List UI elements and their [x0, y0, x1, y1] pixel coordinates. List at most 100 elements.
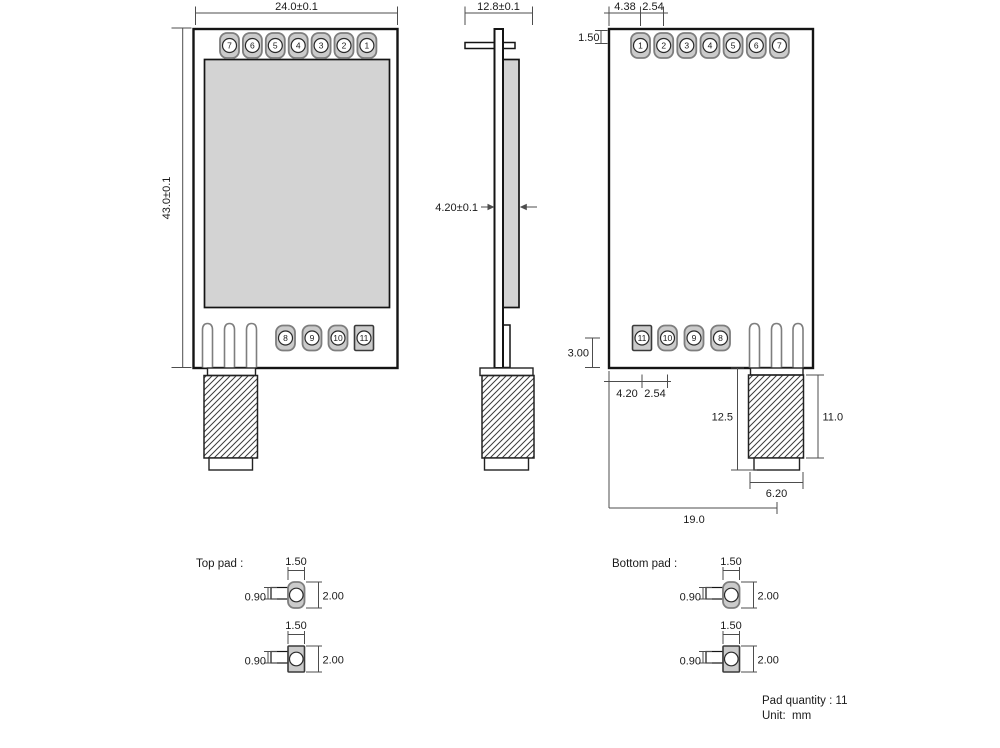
- sma-body: [203, 374, 259, 459]
- pad: 5: [264, 32, 286, 59]
- front-top-pads: 7 6 5 4 3 2 1: [219, 32, 378, 59]
- connector-offset-dimension: 19.0: [608, 371, 778, 526]
- side-width-dimension: 12.8±0.1: [464, 1, 533, 25]
- tab-height-label: 0.90: [245, 656, 266, 668]
- svg-text:8: 8: [718, 333, 723, 343]
- side-width-label: 12.8±0.1: [477, 1, 520, 13]
- pad: 8: [710, 324, 731, 352]
- pad-hole: [288, 587, 304, 603]
- side-pcb: [493, 28, 504, 369]
- svg-text:8: 8: [283, 333, 288, 343]
- pad: 3: [310, 32, 332, 59]
- tab-height-label: 0.90: [680, 656, 701, 668]
- front-height-label: 43.0±0.1: [161, 177, 173, 220]
- pad: 6: [745, 32, 767, 59]
- svg-text:11: 11: [360, 333, 369, 343]
- side-thickness-dimension: 4.20±0.1: [435, 202, 537, 214]
- pad: 11: [631, 324, 653, 352]
- front-slots: [201, 322, 258, 368]
- back-view: 4.38 2.54 1.50 1 2 3 4 5 6 7 11 10 9 8: [568, 1, 844, 526]
- bottom-pad-detail-label: Bottom pad :: [612, 558, 677, 570]
- svg-text:3: 3: [684, 41, 689, 51]
- sma-body: [481, 374, 535, 459]
- pad-height-label: 2.00: [758, 655, 779, 667]
- side-pin-row: [464, 41, 516, 50]
- svg-text:9: 9: [692, 333, 697, 343]
- top-margin-label: 1.50: [578, 32, 599, 44]
- pad-hole: [288, 651, 304, 667]
- side-thickness-label: 4.20±0.1: [435, 202, 478, 214]
- tab-height-label: 0.90: [245, 592, 266, 604]
- svg-text:5: 5: [731, 41, 736, 51]
- front-width-dimension: 24.0±0.1: [195, 1, 398, 25]
- pad-width-label: 1.50: [285, 620, 306, 632]
- front-view: 24.0±0.1 43.0±0.1 7 6 5 4 3 2 1: [161, 1, 399, 471]
- sma-flange: [479, 367, 534, 377]
- back-body: [607, 27, 815, 370]
- pad: 5: [722, 32, 744, 59]
- bottom-pad-rounded: 1.50 0.90 2.00: [680, 556, 779, 609]
- side-sma-connector: [479, 367, 535, 471]
- pad: 7: [769, 32, 790, 59]
- pad-width-label: 1.50: [720, 620, 741, 632]
- bottom-pad-detail: Bottom pad : 1.50 0.90 2.00 1.50: [612, 556, 779, 673]
- back-top-margin-dimension: 1.50: [578, 30, 608, 44]
- pad: 7: [219, 32, 240, 59]
- notes: Pad quantity : 11 Unit: mm: [762, 695, 847, 722]
- connector-width-label: 6.20: [766, 488, 787, 500]
- svg-text:4: 4: [708, 41, 713, 51]
- pad: 2: [653, 32, 675, 59]
- back-bottom-margin-dimension: 3.00: [568, 337, 600, 368]
- svg-text:11: 11: [638, 333, 647, 343]
- pad: 9: [683, 324, 705, 352]
- pad-width-label: 1.50: [285, 556, 306, 568]
- svg-text:4: 4: [296, 41, 301, 51]
- connector-body-length-label: 11.0: [823, 412, 844, 424]
- sma-flange: [749, 367, 804, 376]
- sma-tip: [753, 457, 801, 471]
- front-shield-can: [203, 58, 391, 309]
- pad-tab: [705, 586, 724, 600]
- bottom-pad-pitch-label: 2.54: [644, 388, 665, 400]
- tab-height-label: 0.90: [680, 592, 701, 604]
- back-bottom-pads: 11 10 9 8: [631, 324, 731, 352]
- connector-body-length-dimension: 11.0: [806, 374, 844, 459]
- side-shield-can: [502, 58, 520, 309]
- pad-tab: [270, 586, 289, 600]
- front-sma-connector: [203, 367, 259, 471]
- pad-pitch-label: 2.54: [642, 1, 663, 13]
- connector-total-length-dimension: 12.5: [712, 367, 757, 471]
- bottom-pad-square: 1.50 0.90 2.00: [680, 620, 779, 673]
- pad-height-label: 2.00: [323, 591, 344, 603]
- pad: 8: [275, 324, 296, 352]
- edge-to-pad-label: 4.38: [614, 1, 635, 13]
- svg-text:6: 6: [754, 41, 759, 51]
- pad: 6: [241, 32, 263, 59]
- side-view: 12.8±0.1 4.20±0.1: [435, 1, 537, 471]
- back-bottom-dimensions: 4.20 2.54: [604, 371, 671, 400]
- sma-tip: [208, 457, 254, 471]
- connector-total-length-label: 12.5: [712, 412, 733, 424]
- top-pad-square: 1.50 0.90 2.00: [245, 620, 344, 673]
- back-sma-connector: [747, 367, 805, 471]
- top-pad-detail: Top pad : 1.50 0.90 2.00 1.50: [196, 556, 344, 673]
- front-height-dimension: 43.0±0.1: [161, 27, 192, 368]
- svg-text:1: 1: [638, 41, 643, 51]
- side-bottom-pad-row: [502, 324, 511, 369]
- connector-offset-label: 19.0: [683, 514, 704, 526]
- back-slots: [748, 322, 804, 368]
- svg-text:9: 9: [310, 333, 315, 343]
- pad-width-label: 1.50: [720, 556, 741, 568]
- back-top-dimensions: 4.38 2.54: [604, 1, 668, 26]
- pad-tab: [270, 650, 289, 664]
- svg-text:2: 2: [661, 41, 666, 51]
- svg-text:6: 6: [250, 41, 255, 51]
- svg-text:7: 7: [227, 41, 232, 51]
- front-width-label: 24.0±0.1: [275, 1, 318, 13]
- front-bottom-pads: 8 9 10 11: [275, 324, 375, 352]
- sma-flange: [206, 367, 257, 377]
- pad: 11: [353, 324, 375, 352]
- connector-width-dimension: 6.20: [749, 472, 804, 500]
